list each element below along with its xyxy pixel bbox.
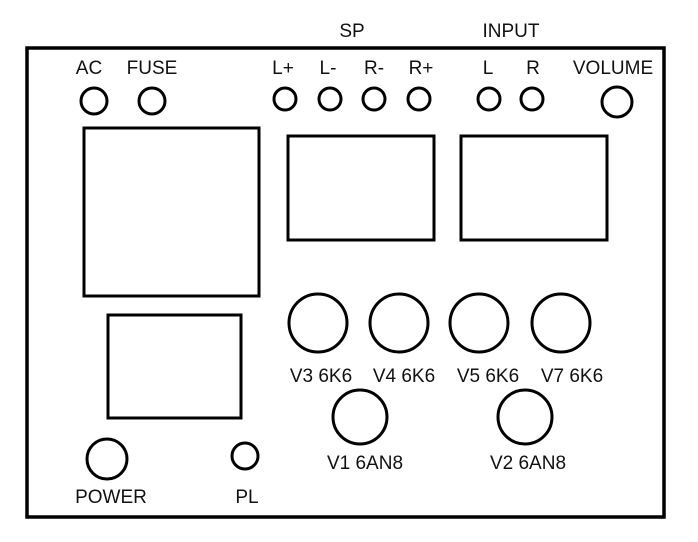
sp-l-plus-terminal <box>272 86 298 112</box>
v2-tube-socket <box>496 388 554 446</box>
power-transformer <box>82 126 261 298</box>
right-output-transformer <box>459 134 609 242</box>
choke <box>106 313 243 420</box>
input-group-label: INPUT <box>483 21 540 42</box>
volume-knob <box>600 85 634 119</box>
input-r-label: R <box>526 58 540 79</box>
power-switch <box>85 437 129 481</box>
v7-tube-socket <box>530 292 592 354</box>
ac-label: AC <box>76 58 102 79</box>
fuse-label: FUSE <box>127 58 178 79</box>
v4-tube-label: V4 6K6 <box>373 366 435 387</box>
sp-group-label: SP <box>339 21 364 42</box>
v1-tube-label: V1 6AN8 <box>327 453 403 474</box>
sp-r-plus-terminal <box>406 86 432 112</box>
power-label: POWER <box>75 487 147 508</box>
v7-tube-label: V7 6K6 <box>541 366 603 387</box>
sp-r-plus-label: R+ <box>409 58 434 79</box>
input-l-jack <box>476 86 502 112</box>
v4-tube-socket <box>368 292 430 354</box>
v5-tube-label: V5 6K6 <box>457 366 519 387</box>
sp-l-plus-label: L+ <box>272 58 294 79</box>
fuse-holder <box>137 86 167 116</box>
pilot-lamp-label: PL <box>235 487 258 508</box>
ac-socket <box>79 86 109 116</box>
sp-r-minus-terminal <box>361 86 387 112</box>
v2-tube-label: V2 6AN8 <box>490 453 566 474</box>
v1-tube-socket <box>331 388 389 446</box>
left-output-transformer <box>286 134 436 242</box>
chassis-outline <box>25 46 666 519</box>
sp-r-minus-label: R- <box>364 58 384 79</box>
sp-l-minus-label: L- <box>320 58 337 79</box>
pilot-lamp <box>230 441 260 471</box>
sp-l-minus-terminal <box>317 86 343 112</box>
v3-tube-label: V3 6K6 <box>290 366 352 387</box>
input-l-label: L <box>483 58 494 79</box>
v5-tube-socket <box>448 292 510 354</box>
volume-label: VOLUME <box>573 58 653 79</box>
input-r-jack <box>519 86 545 112</box>
v3-tube-socket <box>287 292 349 354</box>
